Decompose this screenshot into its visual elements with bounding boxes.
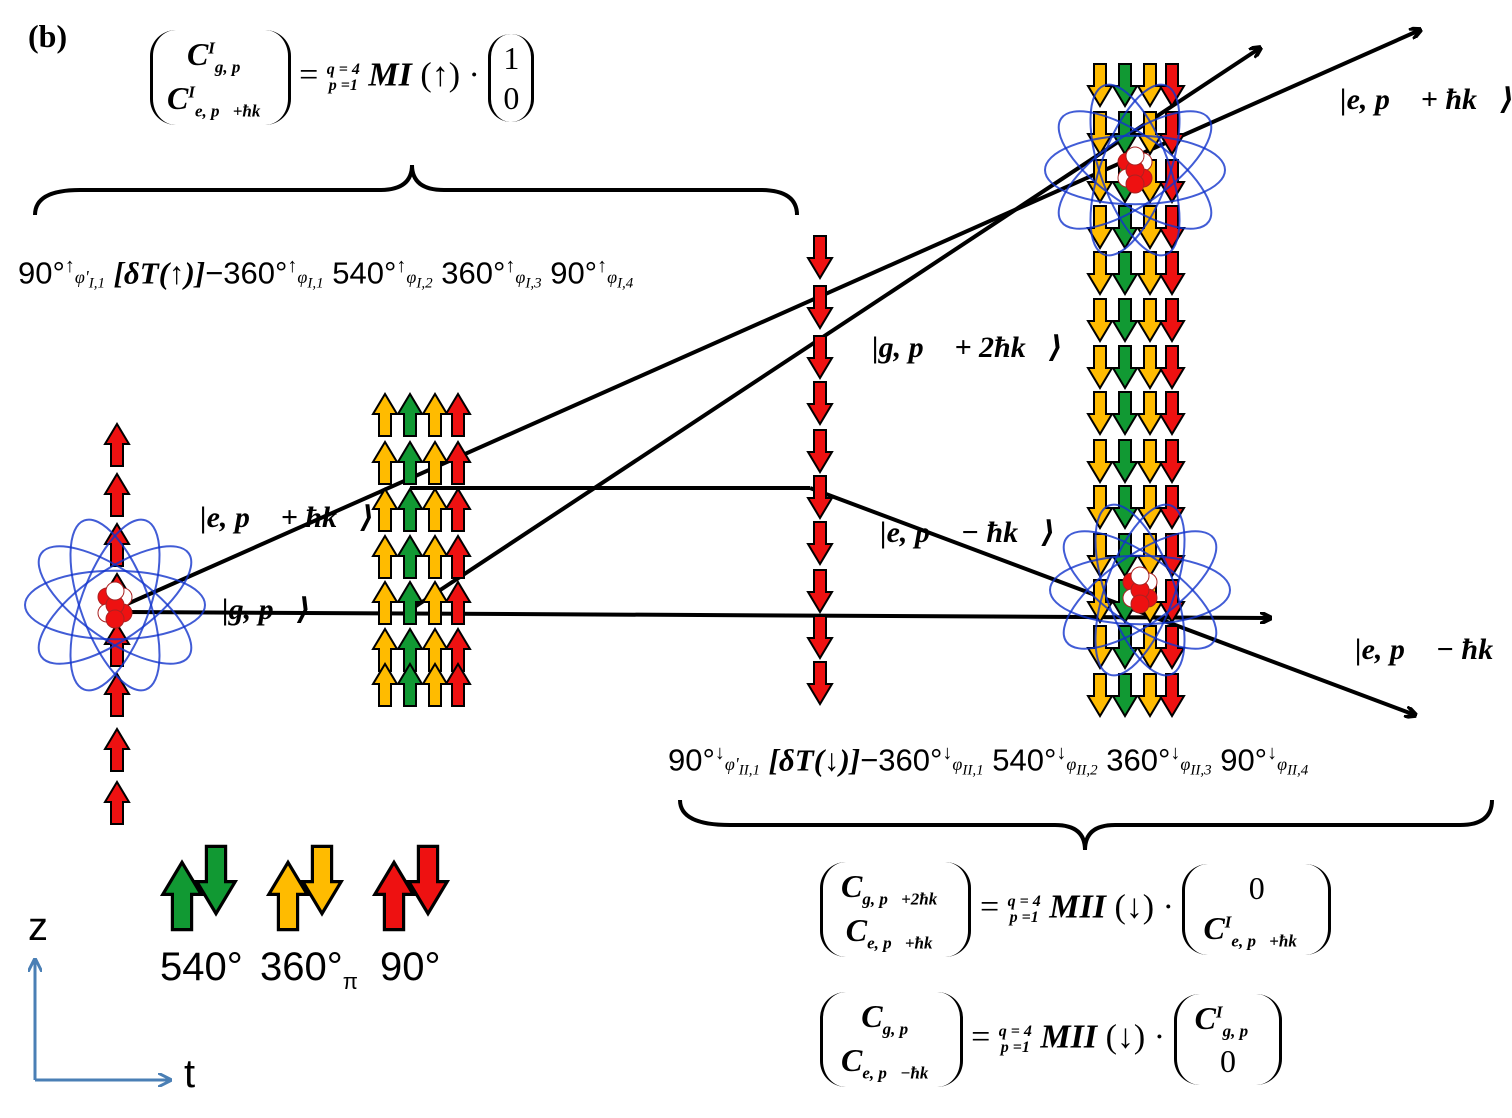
pulse-block-middle [372, 393, 471, 707]
pulse-arrow-up [445, 393, 471, 437]
ket-e-p-plus-hk-right: |e, p⃗ + ħk⃗⟩ [1340, 83, 1512, 116]
pulse-arrow-up [372, 535, 398, 579]
pulse-arrow-down [1087, 391, 1113, 435]
top-equation: CIg, p⃗ CIe, p⃗+ħk⃗ = q = 4 p =1 MI (↑) … [150, 30, 535, 126]
pulse-arrow-down [1159, 673, 1185, 717]
pulse-arrow-up [104, 423, 130, 467]
pulse-arrow-down [807, 569, 833, 613]
pulse-arrow-down [1112, 298, 1138, 342]
pulse-arrow-up [397, 535, 423, 579]
pulse-arrow-up [422, 393, 448, 437]
bottom-equation-1: Cg, p⃗+2ħk⃗ Ce, p⃗+ħk⃗ = q = 4 p =1 MII … [820, 862, 1332, 958]
axes [35, 960, 170, 1080]
pulse-arrow-up [422, 535, 448, 579]
pulse-arrow-down [1112, 673, 1138, 717]
pulse-arrow-down [1087, 345, 1113, 389]
pulse-arrow-up [445, 488, 471, 532]
panel-label: (b) [28, 18, 68, 54]
bottom-pulse-sequence: 90°↓φ'II,1 [δT(↓)]−360°↓φII,1 540°↓φII,2… [668, 742, 1309, 779]
pulse-arrow-up [422, 441, 448, 485]
pulse-arrow-up [397, 663, 423, 707]
legend-label-90: 90° [380, 945, 441, 989]
atom-icons [24, 83, 1231, 692]
pulse-arrow-up [397, 441, 423, 485]
pulse-arrow-down [807, 615, 833, 659]
pulse-column-red-down [807, 235, 833, 705]
atom-icon [1044, 83, 1226, 257]
top-pulse-sequence: 90°↑φ'I,1 [δT(↑)]−360°↑φI,1 540°↑φI,2 36… [18, 255, 634, 292]
pulse-arrow-up [445, 441, 471, 485]
legend-label-540: 540° [160, 945, 243, 989]
pulse-arrow-down [1087, 485, 1113, 529]
pulse-arrow-down [807, 381, 833, 425]
pulse-arrow-up [397, 488, 423, 532]
ket-e-p-minus-hk-mid: |e, p⃗ − ħk⃗⟩ [880, 516, 1056, 549]
pulse-arrow-up [445, 581, 471, 625]
ket-g-p: |g, p⃗⟩ [222, 593, 311, 626]
ket-e-p-minus-hk-right: |e, p⃗ − ħk⃗⟩ [1355, 633, 1512, 666]
pulse-arrow-up [104, 728, 130, 772]
atom-icon [1049, 503, 1231, 677]
pulse-arrow-down [807, 235, 833, 279]
pulse-arrow-down [1087, 298, 1113, 342]
ket-g-p-plus-2hk: |g, p⃗ + 2ħk⃗⟩ [872, 331, 1063, 364]
pulse-arrow-down [1112, 391, 1138, 435]
pulse-arrow-up [372, 441, 398, 485]
pulse-arrow-down [1087, 673, 1113, 717]
pulse-arrow-down [1159, 251, 1185, 295]
pulse-arrow-up [104, 781, 130, 825]
pulse-arrow-down [1159, 391, 1185, 435]
pulse-arrow-up [422, 488, 448, 532]
pulse-arrow-down [807, 429, 833, 473]
pulse-arrow-down [807, 475, 833, 519]
atom-icon [24, 518, 206, 692]
pulse-arrow-down [1112, 345, 1138, 389]
pulse-arrow-down [807, 521, 833, 565]
pulse-arrow-down [1112, 439, 1138, 483]
bottom-brace [678, 799, 1494, 851]
axis-label-z: z [28, 905, 48, 949]
bottom-equation-2: Cg, p⃗ Ce, p⃗−ħk⃗ = q = 4 p =1 MII (↓) ·… [820, 992, 1283, 1088]
legend-arrows [161, 844, 449, 932]
atom-paths [119, 30, 1420, 715]
pulse-arrow-down [1087, 439, 1113, 483]
axis-label-t: t [184, 1052, 196, 1096]
pulse-arrow-up [372, 393, 398, 437]
pulse-arrow-down [1159, 298, 1185, 342]
ket-e-p-plus-hk-left: |e, p⃗ + ħk⃗⟩ [200, 501, 375, 534]
pulse-arrow-up [372, 663, 398, 707]
pulse-arrow-up [397, 581, 423, 625]
pulse-arrow-up [104, 473, 130, 517]
legend-label-360: 360°π [260, 945, 358, 994]
pulse-arrow-down [807, 661, 833, 705]
pulse-arrow-up [422, 663, 448, 707]
pulse-arrow-down [1112, 625, 1138, 669]
pulse-arrow-down [1159, 345, 1185, 389]
pulse-arrow-up [372, 581, 398, 625]
pulse-arrow-down [1159, 439, 1185, 483]
pulse-arrow-up [397, 393, 423, 437]
top-brace [33, 164, 799, 216]
pulse-arrow-up [445, 663, 471, 707]
pulse-arrow-down [1112, 251, 1138, 295]
pulse-arrow-down [1087, 251, 1113, 295]
